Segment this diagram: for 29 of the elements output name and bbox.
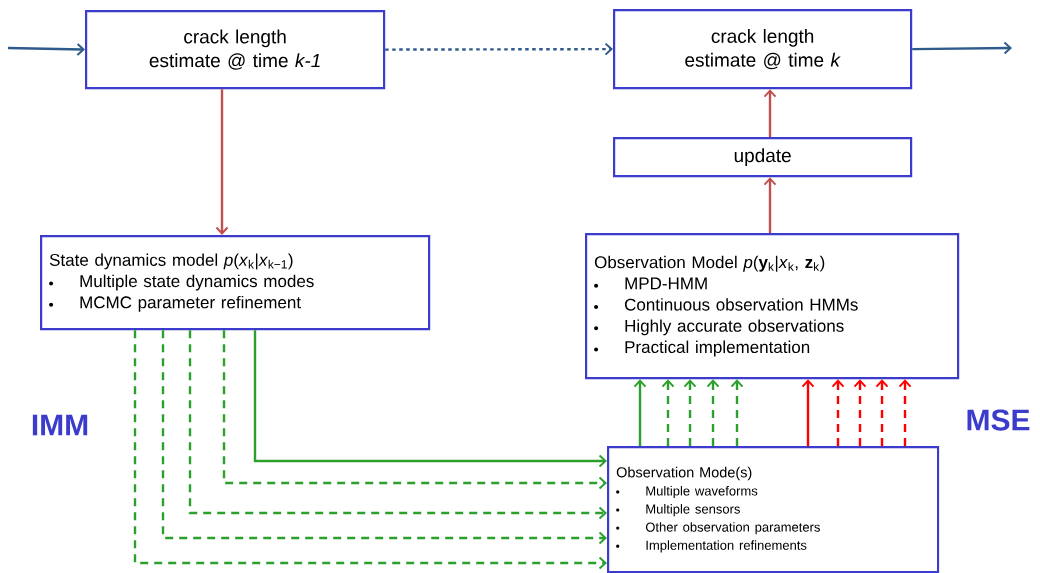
arrow	[763, 89, 777, 137]
arrow	[633, 379, 647, 446]
process-box: crack length estimate @ time k-1	[85, 10, 386, 90]
method-label: IMM	[32, 414, 88, 436]
arrow	[730, 379, 744, 446]
arrow	[385, 42, 613, 56]
arrow	[222, 330, 607, 490]
arrow	[133, 330, 607, 570]
process-box: update	[613, 137, 913, 178]
process-box: Observation Mode(s) Multiple waveforms Multiple sensors Other observation parameters Implementation refinements	[607, 446, 940, 573]
arrow	[853, 379, 867, 446]
arrow	[831, 379, 845, 446]
arrow	[661, 379, 675, 446]
arrow	[706, 379, 720, 446]
arrow	[898, 379, 912, 446]
arrow	[683, 379, 697, 446]
process-box: Observation Model p(y$_{k}$|x$_{k}$, z$_{k}$) MPD-HMM Continuous observation HMMs Highly accurate observations Practical implementation	[585, 233, 960, 380]
arrow	[763, 177, 777, 233]
process-box: crack length estimate @ time k	[613, 9, 913, 90]
process-box: State dynamics model p(x$_{k}$|x$_{k−1}$) Multiple state dynamics modes MCMC parameter refinement	[40, 235, 431, 331]
arrow	[215, 89, 229, 235]
arrow	[161, 330, 607, 545]
method-label: MSE	[967, 409, 1030, 431]
arrow	[801, 379, 815, 446]
arrow	[912, 41, 1012, 55]
arrow	[253, 330, 607, 468]
arrow	[875, 379, 889, 446]
arrow	[188, 330, 607, 520]
arrow	[7, 42, 85, 56]
